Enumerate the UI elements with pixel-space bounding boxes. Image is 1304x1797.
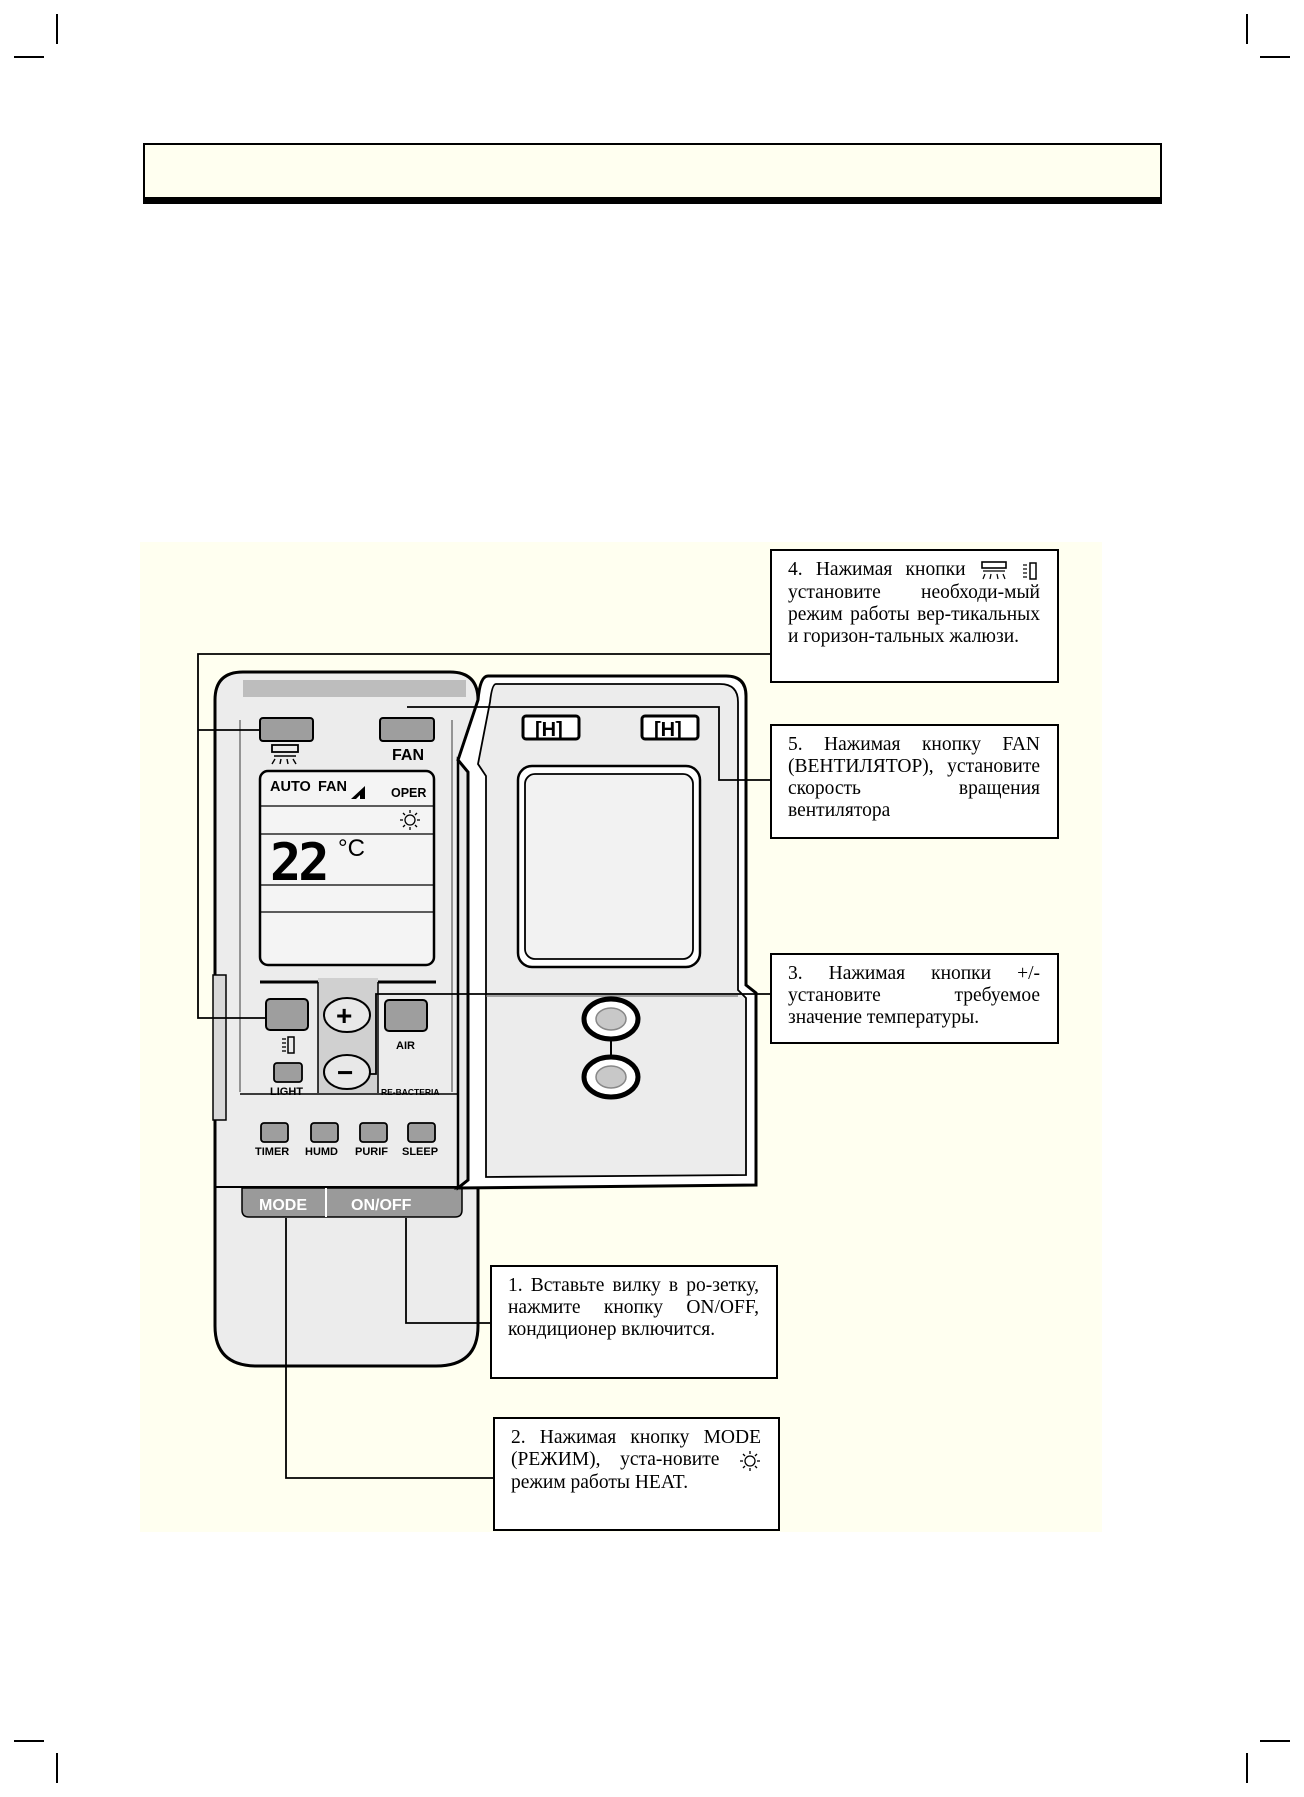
crop-mark bbox=[1260, 56, 1290, 58]
lcd-oper-label: OPER bbox=[391, 786, 426, 800]
crop-mark bbox=[1260, 1740, 1290, 1742]
sun-heat-icon bbox=[400, 810, 420, 830]
timer-button[interactable] bbox=[260, 1122, 289, 1143]
header-rule bbox=[143, 197, 1162, 204]
vertical-louver-icon bbox=[1022, 560, 1040, 582]
vertical-louver-icon bbox=[282, 1036, 295, 1054]
crop-mark bbox=[56, 14, 58, 44]
purif-button[interactable] bbox=[359, 1122, 388, 1143]
crop-mark bbox=[56, 1753, 58, 1783]
callout-2: 2. Нажимая кнопку MODE (РЕЖИМ), уста-нов… bbox=[493, 1417, 780, 1531]
remote-top-strip bbox=[243, 680, 466, 697]
crop-mark bbox=[14, 1740, 44, 1742]
fan-button[interactable] bbox=[379, 717, 435, 742]
minus-button[interactable] bbox=[323, 1054, 371, 1090]
callout-3-text: 3. Нажимая кнопки +/- установите требуем… bbox=[788, 963, 1040, 1028]
mode-button-label: MODE bbox=[259, 1197, 307, 1214]
callout-3: 3. Нажимая кнопки +/- установите требуем… bbox=[770, 953, 1059, 1044]
callout-2-text-b: режим работы HEAT. bbox=[511, 1471, 689, 1493]
horizontal-louver-icon bbox=[979, 560, 1009, 582]
lcd-temperature-unit: °C bbox=[338, 835, 365, 862]
crop-mark bbox=[1246, 1753, 1248, 1783]
light-button[interactable] bbox=[273, 1062, 303, 1083]
callout-4-text-b: установите необходи-мый режим работы вер… bbox=[788, 581, 1040, 647]
rebacteria-button-label: RE-BACTERIA bbox=[381, 1087, 440, 1097]
air-button-label: AIR bbox=[396, 1040, 415, 1052]
sleep-button[interactable] bbox=[407, 1122, 436, 1143]
fan-speed-icon bbox=[351, 786, 365, 799]
callout-5-text: 5. Нажимая кнопку FAN (ВЕНТИЛЯТОР), уста… bbox=[788, 734, 1040, 821]
swing-button[interactable] bbox=[259, 717, 314, 742]
minus-button-label: − bbox=[337, 1057, 353, 1088]
fan-button-label: FAN bbox=[392, 747, 424, 764]
latch-left bbox=[521, 714, 581, 741]
lcd-fan-label: FAN bbox=[318, 779, 347, 795]
callout-1: 1. Вставьте вилку в ро-зетку, нажмите кн… bbox=[490, 1265, 778, 1379]
lcd-temperature: 22 bbox=[270, 833, 327, 893]
callout-5: 5. Нажимая кнопку FAN (ВЕНТИЛЯТОР), уста… bbox=[770, 724, 1059, 839]
svg-text:[H]: [H] bbox=[535, 719, 563, 741]
lcd-display bbox=[258, 769, 436, 967]
callout-4-text-a: 4. Нажимая кнопки bbox=[788, 559, 966, 580]
svg-text:[H]: [H] bbox=[654, 719, 682, 741]
light-button-label: LIGHT bbox=[270, 1086, 303, 1098]
sleep-label: SLEEP bbox=[402, 1146, 438, 1158]
swing-louver-icon bbox=[271, 744, 299, 765]
humd-label: HUMD bbox=[305, 1146, 338, 1158]
plus-button-label: + bbox=[336, 1000, 352, 1031]
humd-button[interactable] bbox=[310, 1122, 339, 1143]
callout-2-text-a: 2. Нажимая кнопку MODE (РЕЖИМ), уста-нов… bbox=[511, 1427, 761, 1470]
plus-button[interactable] bbox=[323, 997, 371, 1033]
crop-mark bbox=[1246, 14, 1248, 44]
callout-1-text: 1. Вставьте вилку в ро-зетку, нажмите кн… bbox=[508, 1275, 759, 1340]
purif-label: PURIF bbox=[355, 1146, 388, 1158]
crop-mark bbox=[14, 56, 44, 58]
remote-lid: [H] [H] bbox=[453, 674, 758, 1191]
sun-heat-icon bbox=[739, 1449, 761, 1472]
latch-right bbox=[640, 714, 700, 741]
timer-label: TIMER bbox=[255, 1146, 289, 1158]
onoff-button-label: ON/OFF bbox=[351, 1197, 412, 1214]
air-button[interactable] bbox=[384, 999, 428, 1032]
lcd-auto-label: AUTO bbox=[270, 779, 311, 795]
callout-4: 4. Нажимая кнопки установите необходи-мы… bbox=[770, 549, 1059, 683]
vertical-swing-button[interactable] bbox=[265, 998, 309, 1031]
leader-lines bbox=[197, 653, 770, 1479]
